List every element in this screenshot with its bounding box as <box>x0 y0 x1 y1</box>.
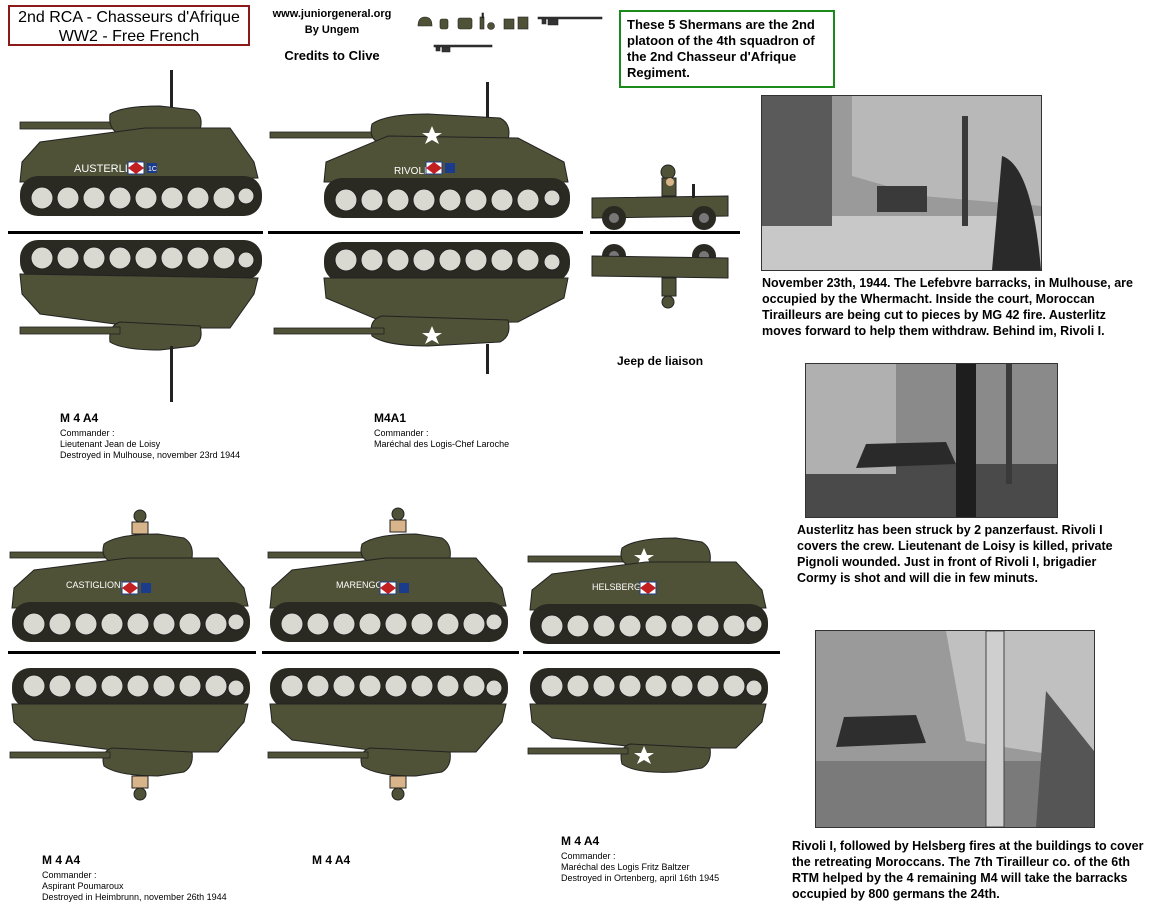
separator-line <box>268 231 583 234</box>
jeep-top-view <box>591 164 729 230</box>
tank-top-view: AUSTERLITZ 1C <box>19 70 262 216</box>
star-icon <box>422 126 442 144</box>
caption-2: Austerlitz has been struck by 2 panzerfa… <box>797 523 1113 585</box>
jeep-bottom-view <box>591 244 729 309</box>
title-box: 2nd RCA - Chasseurs d'Afrique WW2 - Free… <box>8 5 250 46</box>
tank-model: M 4 A4 <box>60 411 99 425</box>
tank-name: CASTIGLIONE <box>66 580 127 590</box>
tank-helsberg: HELSBERG <box>527 537 768 773</box>
machine-gun-icon <box>537 16 603 26</box>
tank-top-view: CASTIGLIONE <box>9 509 250 642</box>
equipment-icons <box>417 12 603 53</box>
fate: Destroyed in Heimbrunn, november 26th 19… <box>42 892 227 902</box>
tank-bottom-view <box>267 668 508 801</box>
shovel-icon <box>479 16 485 30</box>
separator-line <box>523 651 780 654</box>
credits: www.juniorgeneral.org By Ungem Credits t… <box>262 6 402 64</box>
tank-label-helsberg: M 4 A4 Commander : Maréchal des Logis Fr… <box>561 834 719 884</box>
credits-text: Credits to Clive <box>284 48 380 63</box>
commander-heading: Commander : <box>374 428 429 438</box>
commander-heading: Commander : <box>42 870 97 880</box>
tank-label-austerlitz: M 4 A4 Commander : Lieutenant Jean de Lo… <box>60 411 240 461</box>
commander-name: Lieutenant Jean de Loisy <box>60 439 161 449</box>
pack-icon <box>457 17 473 30</box>
commander-name: Maréchal des Logis Fritz Baltzer <box>561 862 690 872</box>
tank-bottom-view <box>9 668 250 801</box>
separator-line <box>8 231 263 234</box>
tank-name: AUSTERLITZ <box>74 163 142 175</box>
separator-line <box>590 231 740 234</box>
tank-name: RIVOLI <box>394 166 427 177</box>
caption-1: November 23th, 1944. The Lefebvre barrac… <box>762 276 1133 338</box>
tank-austerlitz: AUSTERLITZ 1C <box>19 70 262 402</box>
jeep-label: Jeep de liaison <box>617 354 704 368</box>
jerrycan-icon <box>517 16 529 30</box>
tank-top-view: RIVOLI <box>269 82 570 218</box>
author: By Ungem <box>304 24 360 36</box>
tank-top-view: MARENGO <box>267 507 508 642</box>
historic-photo-3 <box>815 630 1095 828</box>
separator-line <box>262 651 519 654</box>
tank-top-view: HELSBERG <box>527 537 768 644</box>
tank-label-marengo: M 4 A4 <box>312 853 350 867</box>
tank-bottom-view <box>527 668 768 773</box>
tank-bottom-view <box>19 240 262 402</box>
tank-model: M4A1 <box>374 411 407 425</box>
tank-model: M 4 A4 <box>561 834 600 848</box>
historic-photo-2 <box>805 363 1058 518</box>
tank-bottom-view <box>273 242 570 374</box>
tank-castiglione: CASTIGLIONE <box>9 509 250 801</box>
ammo-box-icon <box>503 18 515 30</box>
grenade-icon <box>487 22 495 30</box>
tank-model: M 4 A4 <box>312 853 351 867</box>
commander-heading: Commander : <box>561 851 616 861</box>
separator-line <box>8 651 256 654</box>
tank-label-castiglione: M 4 A4 Commander : Aspirant Poumaroux De… <box>42 853 227 903</box>
commander-heading: Commander : <box>60 428 115 438</box>
tank-name: MARENGO <box>336 580 383 590</box>
helmet-icon <box>417 16 433 27</box>
tank-marengo: MARENGO <box>267 507 508 801</box>
canteen-icon <box>439 18 449 30</box>
caption-3: Rivoli I, followed by Helsberg fires at … <box>792 839 1144 901</box>
tank-rivoli: RIVOLI <box>269 82 570 374</box>
title-line2: WW2 - Free French <box>58 28 200 45</box>
historic-photo-1 <box>761 95 1042 271</box>
site-link[interactable]: www.juniorgeneral.org <box>272 8 392 20</box>
note-box: These 5 Shermans are the 2nd platoon of … <box>619 10 835 88</box>
star-icon <box>634 746 654 764</box>
jeep-liaison <box>591 164 729 309</box>
title-line1: 2nd RCA - Chasseurs d'Afrique <box>18 9 240 26</box>
tank-label-rivoli: M4A1 Commander : Maréchal des Logis-Chef… <box>374 411 509 450</box>
commander-name: Aspirant Poumaroux <box>42 881 124 891</box>
unit-mark: 1C <box>148 166 157 173</box>
star-icon <box>422 326 442 344</box>
tank-model: M 4 A4 <box>42 853 81 867</box>
commander-name: Maréchal des Logis-Chef Laroche <box>374 439 510 449</box>
fate: Destroyed in Ortenberg, april 16th 1945 <box>561 873 720 883</box>
fate: Destroyed in Mulhouse, november 23rd 194… <box>60 450 241 460</box>
rifle-icon <box>433 44 493 53</box>
tank-name: HELSBERG <box>592 582 641 592</box>
